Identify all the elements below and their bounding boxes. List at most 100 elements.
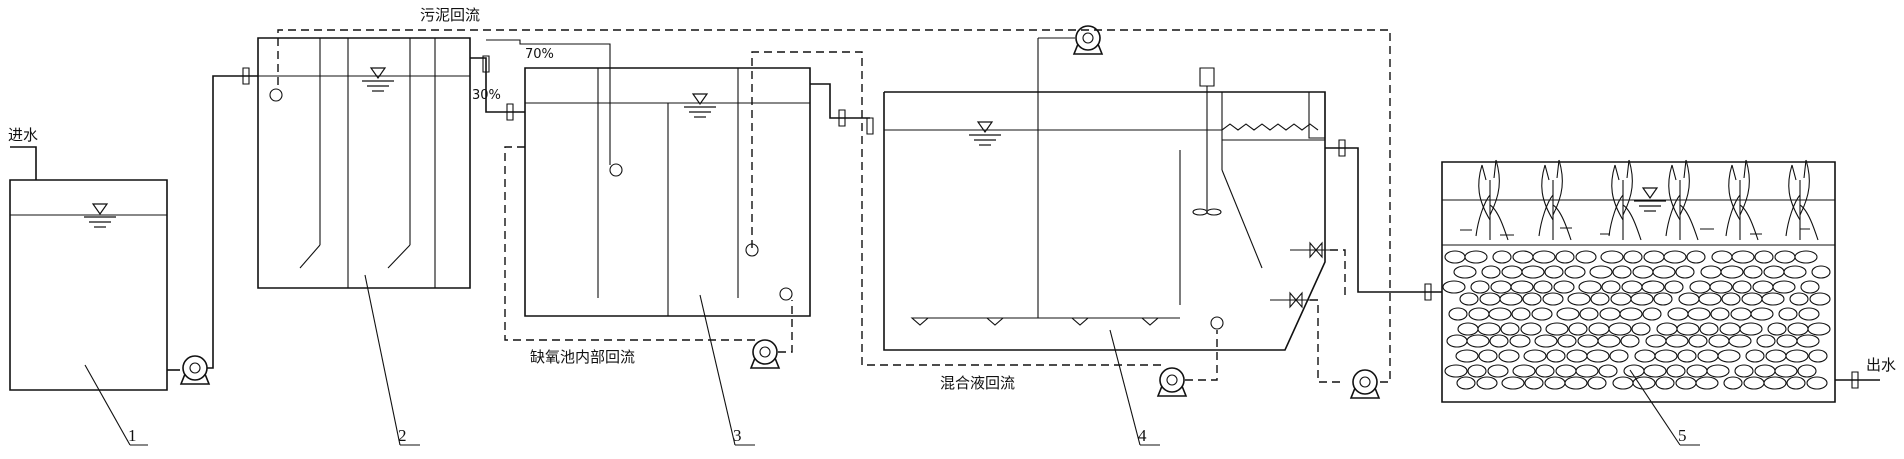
gravel-stone [1600, 308, 1620, 320]
gravel-stone [1621, 335, 1639, 347]
gravel-stone [1493, 251, 1511, 263]
gravel-stone [1656, 377, 1674, 389]
gravel-stone [1687, 251, 1705, 263]
gravel-stone [1733, 281, 1751, 293]
gravel-stone [1631, 293, 1653, 305]
gravel-stone [1657, 323, 1677, 335]
gravel-stone [1546, 323, 1568, 335]
gravel-stone [1565, 266, 1585, 278]
gravel-stone [1664, 251, 1686, 263]
gravel-stone [1513, 251, 1533, 263]
gravel-stone [1764, 377, 1786, 389]
gravel-stone [1622, 281, 1642, 293]
gravel-stone [1578, 335, 1598, 347]
gravel-stone [1732, 251, 1754, 263]
gravel-stone [1798, 365, 1816, 377]
gravel-stone [1599, 365, 1617, 377]
gravel-stone [1588, 377, 1606, 389]
gravel-stone [1536, 365, 1554, 377]
gravel-stone [1644, 251, 1664, 263]
gravel-stone [1513, 365, 1535, 377]
gravel-stone [1787, 377, 1805, 389]
gravel-stone [1643, 308, 1661, 320]
gravel-stone [1755, 365, 1775, 377]
gravel-stone [1807, 377, 1827, 389]
gravel-stone [1677, 323, 1699, 335]
tank-2 [258, 38, 470, 288]
gravel-stone [1775, 365, 1797, 377]
gravel-stone [1490, 335, 1508, 347]
gravel-stone [1653, 266, 1675, 278]
gravel-stone [1654, 293, 1672, 305]
gravel-stone [1666, 335, 1688, 347]
gravel-stone [1591, 293, 1609, 305]
gravel-stone [1601, 251, 1623, 263]
gravel-stone [1460, 293, 1478, 305]
gravel-stone [1445, 365, 1467, 377]
gravel-stone [1744, 266, 1762, 278]
gravel-stone [1565, 377, 1587, 389]
inflow-tank-1 [10, 147, 167, 390]
gravel-stone [1790, 293, 1808, 305]
gravel-stone [1543, 293, 1563, 305]
gravel-stone [1613, 266, 1631, 278]
gravel-stone [1522, 266, 1544, 278]
gravel-stone [1445, 251, 1465, 263]
gravel-stone [1502, 266, 1522, 278]
gravel-stone [1469, 308, 1489, 320]
gravel-stone [1511, 281, 1533, 293]
gravel-stone [1667, 365, 1685, 377]
gravel-stone [1480, 293, 1500, 305]
gravel-stone [1557, 308, 1579, 320]
gravel-stone [1479, 350, 1497, 362]
gravel-stone [1812, 266, 1830, 278]
gravel-stone [1610, 350, 1628, 362]
gravel-stone [1720, 323, 1740, 335]
gravel-stone [1668, 308, 1688, 320]
gravel-stone [1688, 308, 1710, 320]
gravel-stone [1632, 323, 1650, 335]
gravel-stone [1590, 266, 1612, 278]
gravel-stone [1768, 323, 1786, 335]
gravel-stone [1576, 251, 1596, 263]
gravel-stone [1609, 323, 1631, 335]
gravel-stone [1642, 281, 1664, 293]
gravel-stone [1467, 335, 1489, 347]
gravel-stone [1755, 251, 1773, 263]
gravel-stone [1809, 350, 1827, 362]
gravel-stone [1689, 335, 1707, 347]
gravel-stone [1545, 266, 1563, 278]
gravel-stone [1678, 350, 1696, 362]
gravel-stone [1624, 251, 1642, 263]
outflow-label: 出水 [1866, 356, 1896, 374]
gravel-stone [1633, 377, 1655, 389]
tank-4 [884, 38, 1325, 350]
gravel-stone [1589, 323, 1609, 335]
gravel-stone [1646, 335, 1666, 347]
gravel-stone [1724, 377, 1742, 389]
gravel-stone [1707, 365, 1729, 377]
gravel-stone [1777, 335, 1797, 347]
gravel-stone [1556, 251, 1574, 263]
gravel-stone [1465, 251, 1487, 263]
gravel-stone [1567, 350, 1587, 362]
gravel-stone [1799, 308, 1819, 320]
gravel-stone [1679, 293, 1699, 305]
gravel-stone [1489, 308, 1511, 320]
gravel-stone [1482, 266, 1500, 278]
gravel-stone [1718, 350, 1740, 362]
gravel-stone [1676, 377, 1696, 389]
gravel-stone [1580, 308, 1598, 320]
gravel-stone [1744, 377, 1764, 389]
gravel-stone [1477, 377, 1497, 389]
gravel-stone [1757, 335, 1775, 347]
gravel-stone [1545, 377, 1565, 389]
gravel-stone [1762, 293, 1784, 305]
gravel-stone [1797, 335, 1819, 347]
gravel-stone [1576, 365, 1598, 377]
gravel-stone [1779, 308, 1797, 320]
sludge-return-label: 污泥回流 [420, 6, 480, 24]
gravel-stone [1712, 251, 1732, 263]
gravel-stone [1554, 281, 1574, 293]
callout-4: 4 [1138, 426, 1147, 445]
